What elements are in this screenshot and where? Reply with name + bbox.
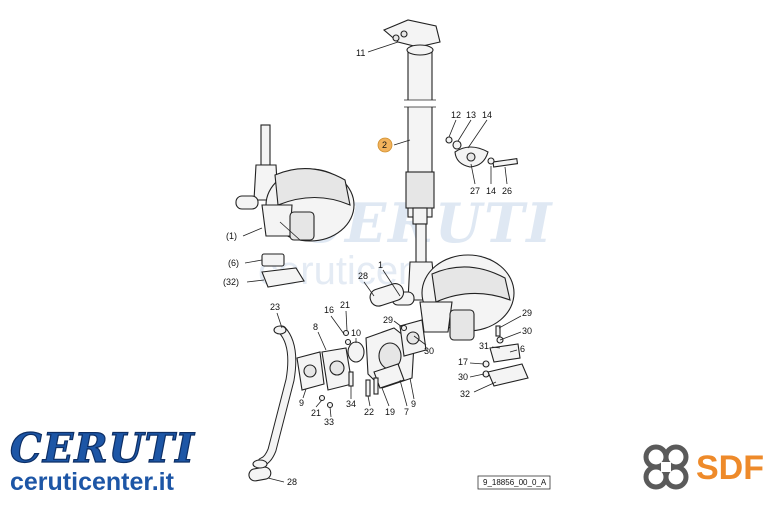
part-labels: 11 2 12 13 14 27 14 26 (1) (6) (32) 1 28… bbox=[223, 48, 532, 487]
label-32: 32 bbox=[460, 389, 470, 399]
label-30-lower: 30 bbox=[458, 372, 468, 382]
studs bbox=[318, 324, 408, 409]
label-12: 12 bbox=[451, 110, 461, 120]
sdf-logo: SDF bbox=[643, 444, 764, 490]
label-31: 31 bbox=[479, 341, 489, 351]
ceruti-url-text: ceruticenter.it bbox=[10, 468, 175, 496]
label-27: 27 bbox=[470, 186, 480, 196]
right-brake-assembly bbox=[391, 223, 515, 341]
label-7: 7 bbox=[404, 407, 409, 417]
ceruti-brand-text: CERUTI bbox=[10, 425, 195, 472]
label-30-right: 30 bbox=[522, 326, 532, 336]
label-8: 8 bbox=[313, 322, 318, 332]
label-11: 11 bbox=[356, 48, 365, 58]
label-22: 22 bbox=[364, 407, 374, 417]
sdf-symbol-icon bbox=[643, 444, 689, 490]
left-plate-6 bbox=[261, 253, 285, 267]
hose-23 bbox=[257, 325, 297, 467]
bolt-set-12-13-14 bbox=[445, 136, 519, 168]
top-lever-11 bbox=[382, 19, 441, 56]
label-30-centre: 30 bbox=[424, 346, 434, 356]
label-14-bottom: 14 bbox=[486, 186, 496, 196]
label-34: 34 bbox=[346, 399, 356, 409]
label-14-top: 14 bbox=[482, 110, 492, 120]
ceruti-logo: CERUTI ceruticenter.it bbox=[9, 424, 195, 496]
label-21-top: 21 bbox=[340, 300, 350, 310]
label-6-bracketed: (6) bbox=[228, 258, 239, 268]
leader-lines bbox=[242, 41, 522, 483]
right-hardware bbox=[482, 325, 529, 387]
label-13: 13 bbox=[466, 110, 476, 120]
label-28-lower: 28 bbox=[287, 477, 297, 487]
label-9-left: 9 bbox=[299, 398, 304, 408]
flange-8 bbox=[321, 347, 353, 391]
label-29-centre: 29 bbox=[383, 315, 393, 325]
sdf-brand-text: SDF bbox=[696, 449, 764, 487]
pipe-28-lower bbox=[248, 459, 272, 482]
label-28-upper: 28 bbox=[358, 271, 368, 281]
gasket-9-left bbox=[296, 351, 325, 391]
label-21-bottom: 21 bbox=[311, 408, 321, 418]
label-6: 6 bbox=[520, 344, 525, 354]
drawing-code: 9_18856_00_0_A bbox=[477, 475, 551, 490]
label-10: 10 bbox=[351, 328, 361, 338]
label-1-bracketed: (1) bbox=[226, 231, 237, 241]
left-plate-32 bbox=[261, 267, 305, 288]
label-1: 1 bbox=[378, 260, 383, 270]
highlight-badge-2 bbox=[377, 137, 393, 153]
label-29-right: 29 bbox=[522, 308, 532, 318]
label-32-bracketed: (32) bbox=[223, 277, 239, 287]
label-16: 16 bbox=[324, 305, 334, 315]
label-23: 23 bbox=[270, 302, 280, 312]
label-33: 33 bbox=[324, 417, 334, 427]
label-17: 17 bbox=[458, 357, 468, 367]
label-26: 26 bbox=[502, 186, 512, 196]
vertical-shaft bbox=[404, 51, 436, 225]
label-2: 2 bbox=[382, 140, 387, 150]
label-19: 19 bbox=[385, 407, 395, 417]
drawing-code-text: 9_18856_00_0_A bbox=[483, 478, 547, 487]
o-ring-10 bbox=[347, 341, 365, 363]
label-9-right: 9 bbox=[411, 399, 416, 409]
left-brake-assembly bbox=[235, 124, 355, 242]
